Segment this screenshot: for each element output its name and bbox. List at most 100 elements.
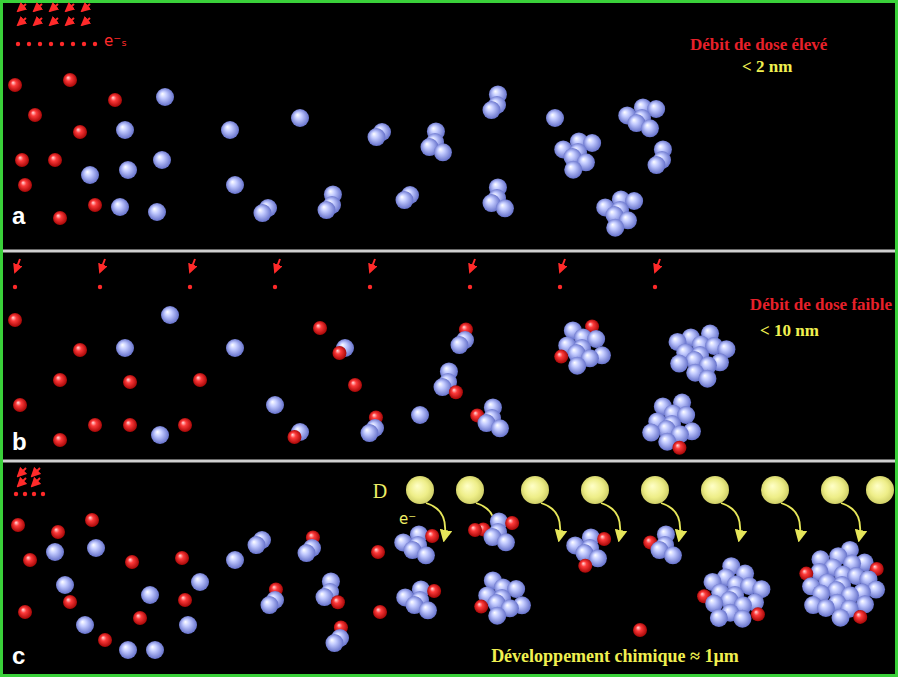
metal-atom — [226, 551, 244, 569]
metal-atom — [497, 533, 515, 551]
electron-label: e⁻ — [399, 512, 416, 527]
metal-atom — [367, 128, 385, 146]
metal-atom — [317, 201, 335, 219]
metal-ion — [468, 523, 482, 537]
metal-atom — [141, 586, 159, 604]
electron-label: e⁻ₛ — [104, 34, 127, 49]
metal-atom — [111, 198, 129, 216]
solvated-electron — [93, 42, 97, 46]
electron-transfer-arrow — [841, 503, 860, 540]
metal-ion — [88, 418, 102, 432]
metal-atom — [148, 203, 166, 221]
electron-arrow — [50, 18, 58, 25]
metal-atom — [161, 306, 179, 324]
solvated-electron — [14, 492, 18, 496]
metal-atom — [831, 609, 849, 627]
solvated-electron — [16, 42, 20, 46]
metal-ion — [85, 513, 99, 527]
metal-ion — [18, 178, 32, 192]
dose-rate-title: Débit de dose élevé — [690, 36, 827, 53]
metal-atom — [496, 199, 514, 217]
electron-arrow — [18, 4, 26, 11]
electron-arrow — [190, 259, 195, 272]
electron-arrow — [100, 259, 105, 272]
electron-arrow — [66, 18, 74, 25]
metal-ion — [123, 418, 137, 432]
donor-molecule — [581, 476, 609, 504]
metal-ion — [313, 321, 327, 335]
metal-atom — [87, 539, 105, 557]
metal-atom — [642, 424, 660, 442]
developer-donors — [406, 476, 894, 540]
metal-atom — [433, 378, 451, 396]
donor-label: D — [373, 481, 387, 501]
metal-ion — [53, 373, 67, 387]
metal-ion — [108, 93, 122, 107]
metal-ion — [178, 593, 192, 607]
metal-atom — [266, 396, 284, 414]
metal-atom — [146, 641, 164, 659]
metal-atom — [119, 641, 137, 659]
metal-atom — [360, 424, 378, 442]
metal-ion — [853, 610, 867, 624]
electron-transfer-arrow — [541, 503, 560, 540]
metal-ion — [331, 595, 345, 609]
dose-rate-title: Débit de dose faible — [750, 296, 892, 313]
electron-arrow — [34, 4, 42, 11]
metal-atom — [226, 339, 244, 357]
panel-separator — [3, 250, 895, 253]
donor-molecule — [866, 476, 894, 504]
metal-ion — [554, 350, 568, 364]
metal-atom — [641, 119, 659, 137]
electron-arrow — [470, 259, 475, 272]
solvated-electron — [368, 285, 372, 289]
metal-atom — [491, 419, 509, 437]
electron-arrow — [82, 4, 90, 11]
metal-atom — [698, 370, 716, 388]
metal-ion — [28, 108, 42, 122]
electron-arrow — [18, 18, 26, 25]
metal-atom — [710, 609, 728, 627]
metal-atom — [260, 596, 278, 614]
metal-atom — [191, 573, 209, 591]
metal-ion — [11, 518, 25, 532]
solvated-electron — [188, 285, 192, 289]
metal-ion — [175, 551, 189, 565]
electron-transfer-arrow — [721, 503, 740, 540]
metal-atom — [297, 544, 315, 562]
metal-atom — [116, 121, 134, 139]
electron-arrow — [34, 18, 42, 25]
solvated-electron — [23, 492, 27, 496]
solvated-electron — [273, 285, 277, 289]
donor-molecule — [821, 476, 849, 504]
metal-ion — [73, 125, 87, 139]
solvated-electron — [13, 285, 17, 289]
solvated-electron — [653, 285, 657, 289]
metal-ion — [53, 433, 67, 447]
metal-ion — [578, 559, 592, 573]
metal-atom — [419, 601, 437, 619]
metal-ion — [751, 607, 765, 621]
metal-atom — [450, 336, 468, 354]
solvated-electron — [41, 492, 45, 496]
electron-arrow — [370, 259, 375, 272]
donor-molecule — [456, 476, 484, 504]
metal-atom — [253, 204, 271, 222]
metal-atom — [151, 426, 169, 444]
metal-ion — [505, 516, 519, 530]
metal-ion — [373, 605, 387, 619]
donor-molecule — [521, 476, 549, 504]
solvated-electron — [49, 42, 53, 46]
metal-atom — [81, 166, 99, 184]
electron-arrow — [655, 259, 660, 272]
metal-atom — [179, 616, 197, 634]
donor-molecule — [406, 476, 434, 504]
metal-ion — [18, 605, 32, 619]
electron-arrow — [82, 18, 90, 25]
metal-ion — [672, 441, 686, 455]
size-label: < 10 nm — [760, 322, 819, 339]
metal-ion — [425, 529, 439, 543]
metal-ion — [633, 623, 647, 637]
